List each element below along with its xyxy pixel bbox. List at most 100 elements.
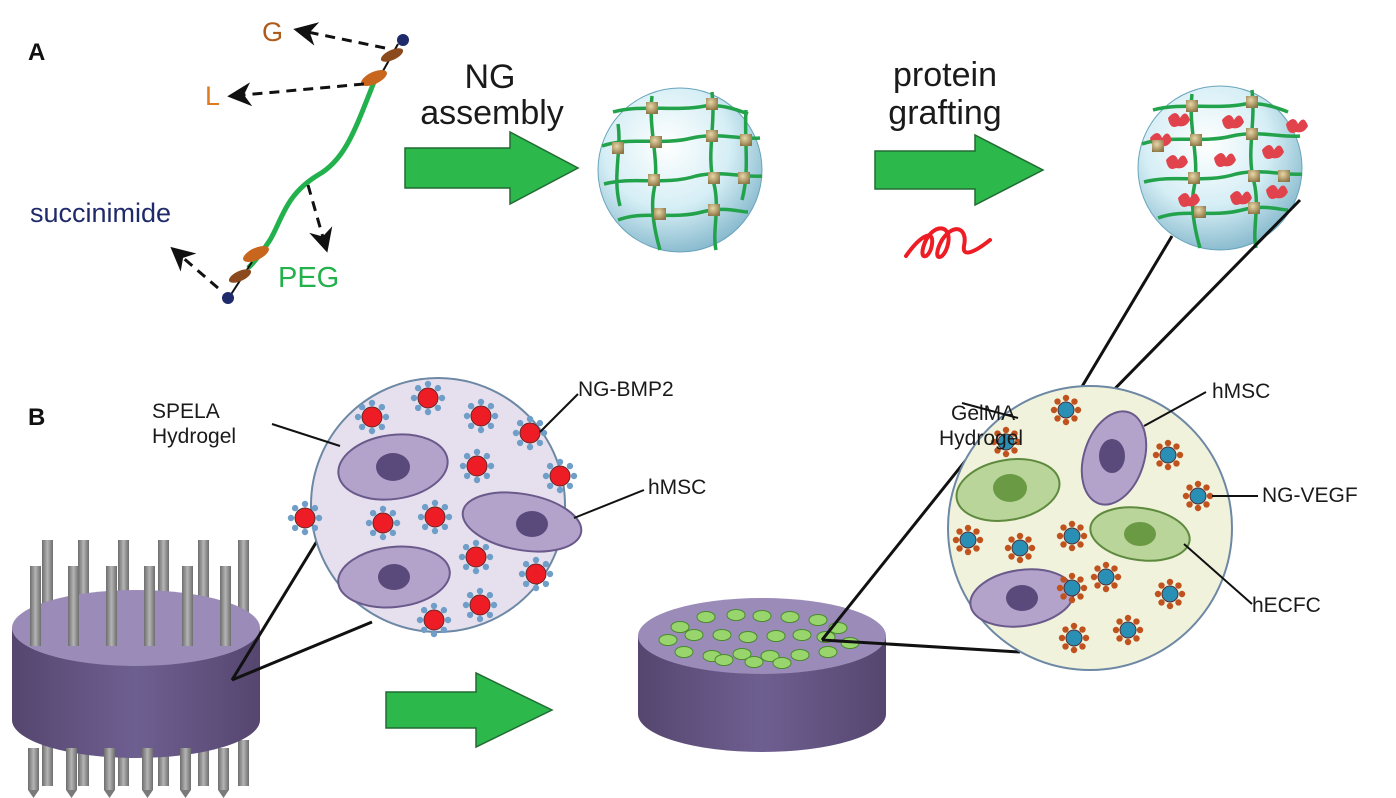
label-g: G xyxy=(262,17,283,47)
ng-bmp2-particle xyxy=(410,380,446,416)
peg-molecule xyxy=(222,34,409,304)
assembly-label-line2: assembly xyxy=(420,94,564,132)
scaffold-pin xyxy=(218,748,229,790)
scaffold-pin xyxy=(42,540,53,636)
spela-cells xyxy=(337,433,583,609)
spela-hydrogel-label-line2: Hydrogel xyxy=(152,425,236,448)
gelma-cells xyxy=(955,410,1191,628)
protein-coil xyxy=(904,226,992,259)
disc-nanogel-dot xyxy=(674,646,694,658)
scaffold-pin xyxy=(182,566,193,646)
arrow-assembly xyxy=(404,130,580,206)
scaffold-pin xyxy=(106,566,117,646)
ng-bmp2-particle xyxy=(459,448,495,484)
ng-bmp2-leader xyxy=(539,393,579,433)
scaffold-pin xyxy=(104,748,115,790)
hecfc-leader xyxy=(1183,543,1253,605)
arrow-to-peg xyxy=(306,184,333,253)
disc-nanogel-dot xyxy=(808,614,828,626)
zoom-line-gelma-lower xyxy=(821,638,1021,654)
disc-nanogel-dot xyxy=(658,634,678,646)
ng-bmp2-particle xyxy=(287,500,323,536)
arrow-grafting xyxy=(874,133,1045,207)
scaffold-pin xyxy=(118,540,129,636)
spela-hydrogel-leader xyxy=(271,423,341,447)
gelma-hmsc-label: hMSC xyxy=(1212,380,1270,403)
ng-bmp2-particle xyxy=(416,602,452,638)
ng-vegf-particle xyxy=(1056,520,1088,552)
ng-vegf-particle xyxy=(1050,394,1082,426)
ng-bmp2-particle xyxy=(417,499,453,535)
gelma-disc xyxy=(638,598,886,752)
label-l: L xyxy=(205,81,220,111)
panel-letter-a: A xyxy=(28,39,45,66)
scaffold-pin xyxy=(78,740,89,786)
scaffold-pin xyxy=(28,748,39,790)
ng-vegf-particle xyxy=(952,524,984,556)
scaffold-pin xyxy=(198,740,209,786)
succinimide-end-bottom xyxy=(222,292,234,304)
scaffold-pin xyxy=(220,566,231,646)
spela-hydrogel-label-line1: SPELA xyxy=(152,400,220,423)
disc-nanogel-dot xyxy=(818,646,838,658)
ng-bmp2-particles xyxy=(287,380,578,638)
gelma-hydrogel-label-line2: Hydrogel xyxy=(939,427,1023,450)
grafting-label-line1: protein xyxy=(893,56,997,94)
hecfc-label: hECFC xyxy=(1252,594,1321,617)
glycolide-unit-bottom xyxy=(228,269,252,283)
assembly-label-line1: NG xyxy=(465,58,516,96)
spela-hydrogel-zoom xyxy=(287,377,583,638)
peg-chain xyxy=(246,81,377,270)
scaffold-pins-front xyxy=(28,566,231,798)
scaffold-pin xyxy=(158,740,169,786)
spela-hmsc-leader xyxy=(573,489,645,519)
disc-nanogel-dot xyxy=(752,610,772,622)
ng-vegf-particle xyxy=(1154,578,1186,610)
arrow-to-l xyxy=(227,82,365,107)
ng-bmp2-particle xyxy=(462,587,498,623)
disc-nanogel-dots xyxy=(658,609,860,669)
arrow-to-succinimide xyxy=(170,246,219,290)
ng-vegf-particle xyxy=(1112,614,1144,646)
disc-nanogel-dot xyxy=(696,611,716,623)
nanogel-sphere xyxy=(597,87,763,253)
ng-vegf-particle xyxy=(1182,480,1214,512)
grafted-crosslink-nodes xyxy=(1152,96,1290,218)
scaffold-pin xyxy=(198,540,209,636)
zoom-line-a-left xyxy=(1066,235,1174,411)
scaffold-pin xyxy=(238,740,249,786)
ng-vegf-particle xyxy=(1056,572,1088,604)
lactide-unit-bottom xyxy=(243,245,269,263)
grafted-nanogel-sphere xyxy=(1137,85,1308,251)
ng-bmp2-particle xyxy=(463,398,499,434)
glycolide-unit-top xyxy=(380,48,404,62)
grafting-label-line2: grafting xyxy=(888,94,1001,132)
crosslink-nodes xyxy=(612,98,752,220)
ng-vegf-particle xyxy=(990,426,1022,458)
disc-nanogel-dot xyxy=(792,629,812,641)
scaffold-pin xyxy=(144,566,155,646)
ng-vegf-particles xyxy=(952,394,1214,654)
disc-nanogel-dot xyxy=(780,611,800,623)
ng-vegf-particle xyxy=(1058,622,1090,654)
zoom-line-a-right xyxy=(1092,198,1302,412)
disc-nanogel-dot xyxy=(744,656,764,668)
scaffold-pin xyxy=(238,540,249,636)
disc-nanogel-dot xyxy=(670,621,690,633)
disc-nanogel-dot xyxy=(714,654,734,666)
arrow-layering xyxy=(385,671,554,749)
ng-bmp2-label: NG-BMP2 xyxy=(578,378,674,401)
disc-nanogel-dot xyxy=(726,609,746,621)
scaffold-pins-back xyxy=(42,540,249,786)
scaffold-pin xyxy=(158,540,169,636)
scaffold-pin xyxy=(180,748,191,790)
disc-nanogel-dot xyxy=(684,629,704,641)
ng-bmp2-particle xyxy=(542,458,578,494)
scaffold-pin xyxy=(30,566,41,646)
label-succinimide: succinimide xyxy=(30,198,171,228)
disc-nanogel-dot xyxy=(712,629,732,641)
disc-nanogel-dot xyxy=(790,649,810,661)
zoom-line-spela-upper xyxy=(230,527,327,681)
scaffold-pin xyxy=(66,748,77,790)
